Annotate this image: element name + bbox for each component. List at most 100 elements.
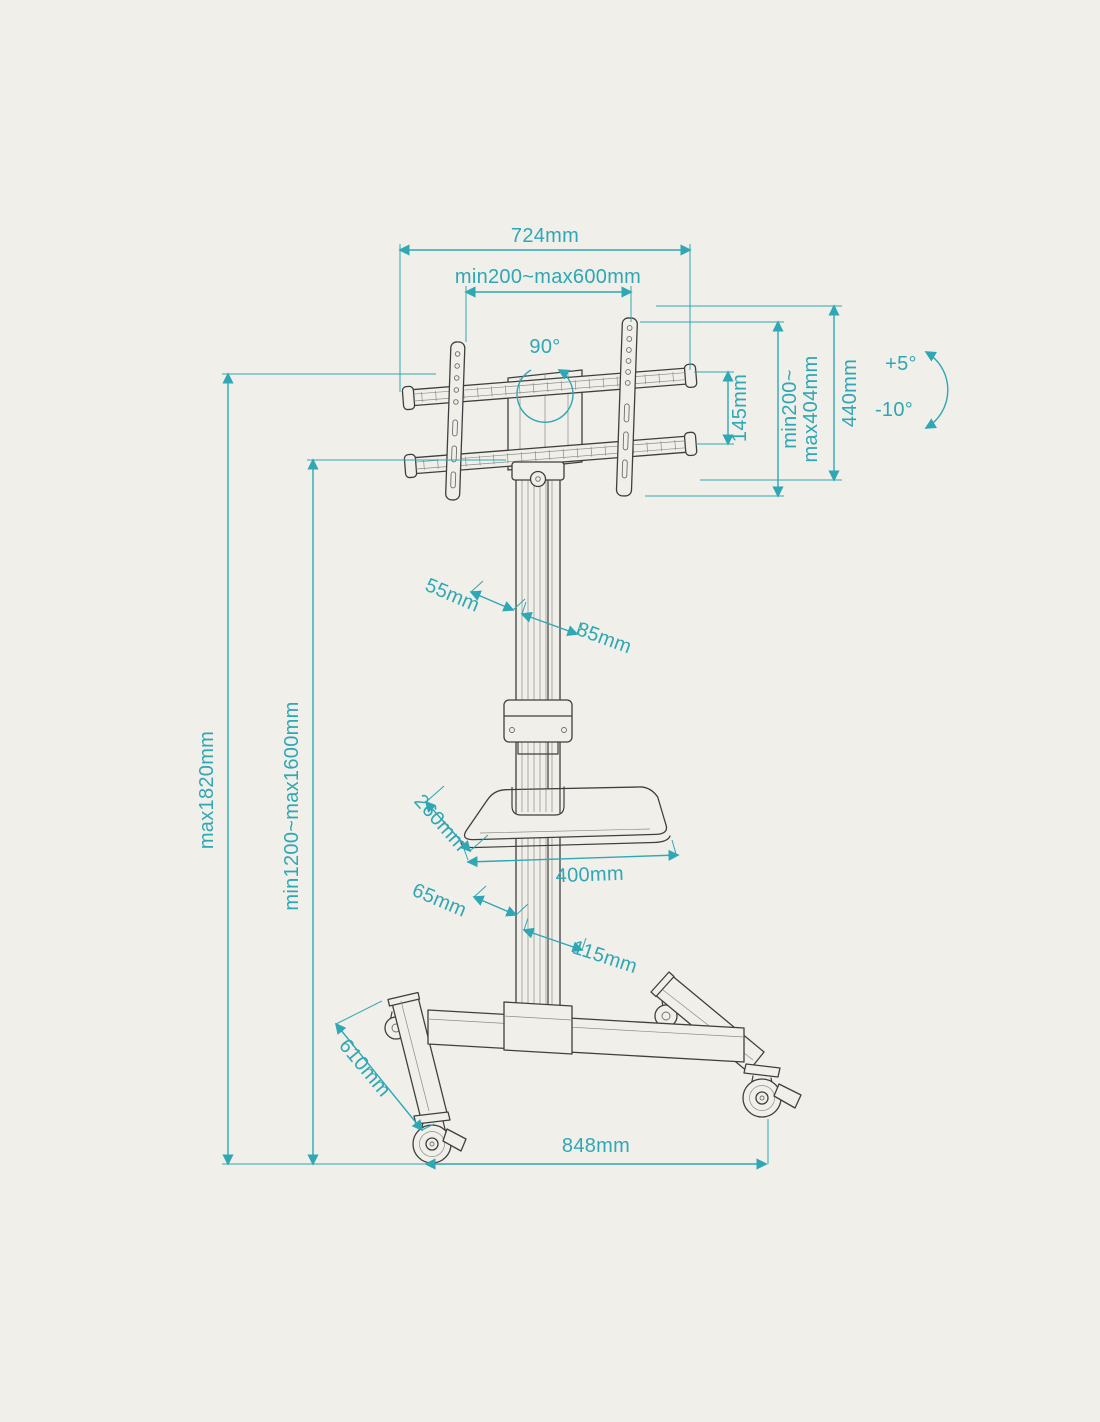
caster-front-left <box>412 1111 467 1164</box>
caster-wheel-rim <box>749 1085 775 1111</box>
dim-label-bracket-height: 145mm <box>729 374 751 442</box>
dim-overall-height: max1820mm <box>196 372 436 1166</box>
vesa-slot <box>623 403 630 423</box>
vesa-hole <box>624 380 631 386</box>
dim-label-height-range: min1200~max1600mm <box>281 701 303 910</box>
vesa-hole <box>454 351 461 357</box>
shelf <box>460 786 671 849</box>
extension-line <box>465 286 632 342</box>
pivot-center <box>535 476 541 482</box>
dimension-line <box>520 611 579 637</box>
column-in-cutout-ridges <box>521 789 553 812</box>
vesa-hole <box>626 336 633 342</box>
column-foot <box>503 1001 573 1055</box>
tv-bracket <box>401 317 698 501</box>
vesa-slot <box>621 459 628 479</box>
dim-label-vesa-height-1: min200~ <box>779 369 801 448</box>
vesa-hole <box>453 375 460 381</box>
caster-brake-lever <box>442 1128 467 1152</box>
caster-axle <box>759 1095 765 1101</box>
rail-endcap-left <box>403 453 418 479</box>
rail-endcap-left <box>401 385 416 411</box>
rotation-arrow <box>516 369 574 423</box>
caster-hub <box>755 1091 769 1105</box>
dim-label-column-width: 85mm <box>574 618 635 658</box>
dim-post-depth: 65mm <box>409 879 529 922</box>
vesa-strip-bar <box>615 317 638 497</box>
dim-vesa-width: min200~max600mm <box>455 266 641 342</box>
vesa-strip-left <box>445 341 466 501</box>
collar-screw-left <box>509 727 515 733</box>
vesa-hole <box>625 369 631 375</box>
dim-label-tilt-down: -10° <box>875 399 913 421</box>
extension-line <box>473 885 529 916</box>
column <box>503 471 573 1037</box>
dimension-line <box>472 895 518 917</box>
dim-label-overall-height: max1820mm <box>196 731 218 849</box>
vesa-strip-right <box>615 317 638 497</box>
caster-axle <box>429 1141 435 1147</box>
extension-line <box>640 321 784 497</box>
dim-label-base-depth: 610mm <box>334 1035 395 1101</box>
vesa-hole <box>626 325 633 331</box>
dim-label-vesa-width: min200~max600mm <box>455 266 641 288</box>
dim-vesa-height: min200~ max404mm <box>640 320 822 498</box>
collar-screw-right <box>561 727 567 733</box>
dim-label-swivel: 90° <box>529 336 560 358</box>
extension-line <box>222 373 436 1165</box>
crossbeam-groove <box>427 1018 745 1038</box>
dim-label-post-width: 115mm <box>570 937 640 979</box>
column-in-cutout-edges <box>515 788 561 814</box>
pivot-circle <box>529 470 547 488</box>
vesa-slot <box>451 445 458 463</box>
collar-hook <box>517 741 559 755</box>
extension-line <box>425 785 489 852</box>
dim-label-post-depth: 65mm <box>409 879 470 921</box>
dimension-line <box>466 849 680 868</box>
shelf-column-cutout <box>511 786 565 816</box>
dim-label-head-height: 440mm <box>839 359 861 427</box>
caster-hub <box>425 1137 439 1151</box>
dim-height-range: min1200~max1600mm <box>281 458 506 1166</box>
tilt-arrow <box>924 351 949 429</box>
caster-hub <box>661 1011 671 1021</box>
dim-tilt: +5° -10° <box>875 351 949 429</box>
vesa-hole <box>453 387 460 393</box>
dim-base-width: 848mm <box>424 1119 769 1170</box>
vesa-hole <box>453 399 459 405</box>
vesa-hole <box>626 347 632 353</box>
extension-line <box>399 244 691 392</box>
rail-endcap-right <box>683 431 698 457</box>
dimension-line <box>424 800 472 853</box>
shelf-top <box>463 786 668 841</box>
dim-label-shelf-depth: 260mm <box>409 790 471 855</box>
extension-line <box>470 580 526 611</box>
dim-label-vesa-height-2: max404mm <box>800 356 822 463</box>
leg-endcap <box>650 971 675 998</box>
dim-head-height: 440mm <box>656 304 861 482</box>
caster-brake-lever <box>773 1083 802 1109</box>
vesa-hole <box>625 358 632 364</box>
dim-shelf-width: 400mm <box>462 839 680 887</box>
vesa-slot <box>450 471 457 489</box>
dim-label-top-width: 724mm <box>511 225 579 247</box>
shelf-inner-lip <box>479 828 651 834</box>
caster-rear-right <box>654 999 678 1028</box>
vesa-slot <box>622 431 629 451</box>
dim-swivel: 90° <box>516 336 574 423</box>
dim-label-base-width: 848mm <box>562 1135 630 1157</box>
extension-line <box>656 305 842 481</box>
dim-label-tilt-up: +5° <box>885 353 917 375</box>
vesa-hole <box>454 363 460 369</box>
column-collar <box>503 699 573 755</box>
tv-stand-drawing <box>384 317 802 1164</box>
extension-line <box>335 1000 435 1131</box>
dim-bracket-height: 145mm <box>694 370 751 446</box>
dim-column-depth: 55mm <box>422 574 526 617</box>
caster-plate <box>743 1063 781 1078</box>
vesa-slot <box>452 419 458 437</box>
collar-body <box>503 699 573 743</box>
rail-endcap-right <box>683 363 698 389</box>
